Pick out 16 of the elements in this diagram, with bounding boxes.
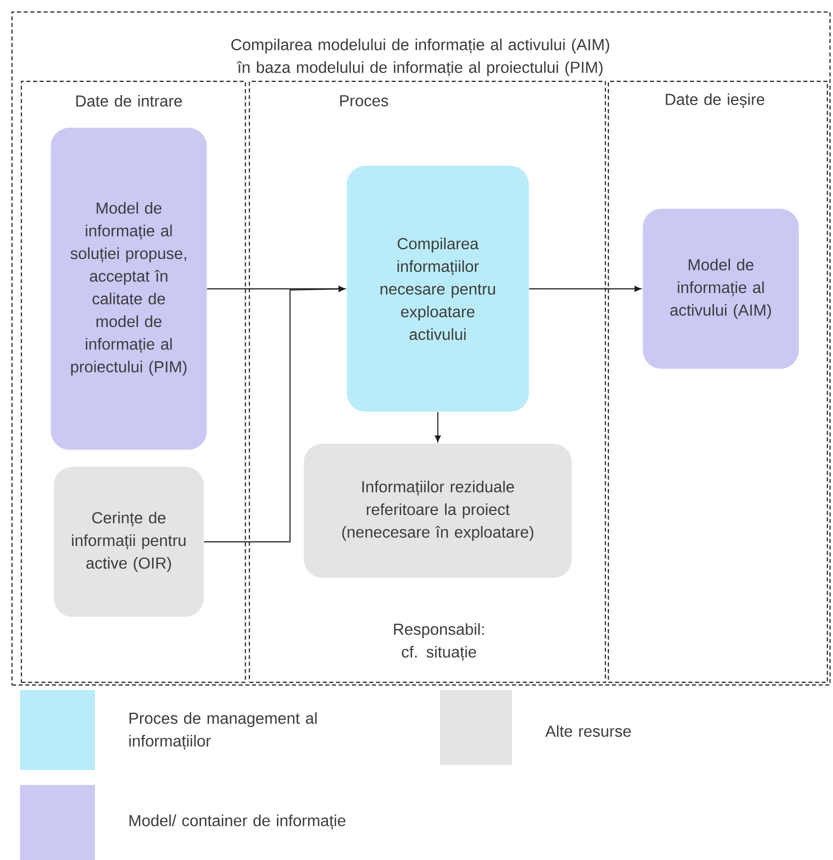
resource-box: Cerințe de informații pentru active (OIR): [54, 466, 204, 617]
column-heading: Proces: [340, 95, 388, 106]
arrow: [204, 286, 346, 542]
arrow: [434, 412, 441, 442]
model-box: Model de informație al activului (AIM): [642, 208, 799, 369]
legend-text: Model/ container de informație: [130, 814, 346, 830]
column-heading: Date de intrare: [76, 94, 182, 107]
column-heading: Compilarea modelului de informație al activului (AIM) în baza modelului de informație al proiectului (PIM): [231, 38, 610, 76]
legend-text: Proces de management al informațiilor: [129, 712, 317, 750]
column-heading: Date de ieșire: [666, 93, 764, 108]
process-box: Compilarea informațiilor necesare pentru exploatare activului: [346, 166, 529, 412]
model-box: Model de informație al soluției propuse, acceptat în calitate de model de informație al proiectului (PIM): [50, 128, 207, 450]
legend-text: Alte resurse: [545, 725, 631, 737]
note-text: Responsabil: cf. situație: [394, 623, 484, 661]
resource-box: Informațiilor reziduale referitoare la proiect (nenecesare în exploatare): [304, 444, 572, 578]
arrow: [529, 286, 642, 292]
